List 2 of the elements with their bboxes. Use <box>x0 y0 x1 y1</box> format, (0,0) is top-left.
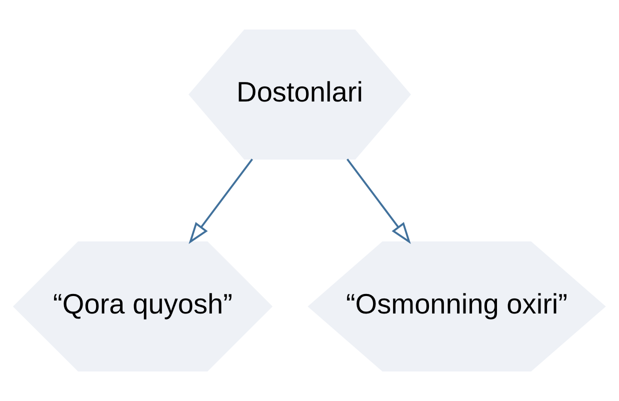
arrow <box>188 158 253 244</box>
arrow <box>346 158 411 244</box>
